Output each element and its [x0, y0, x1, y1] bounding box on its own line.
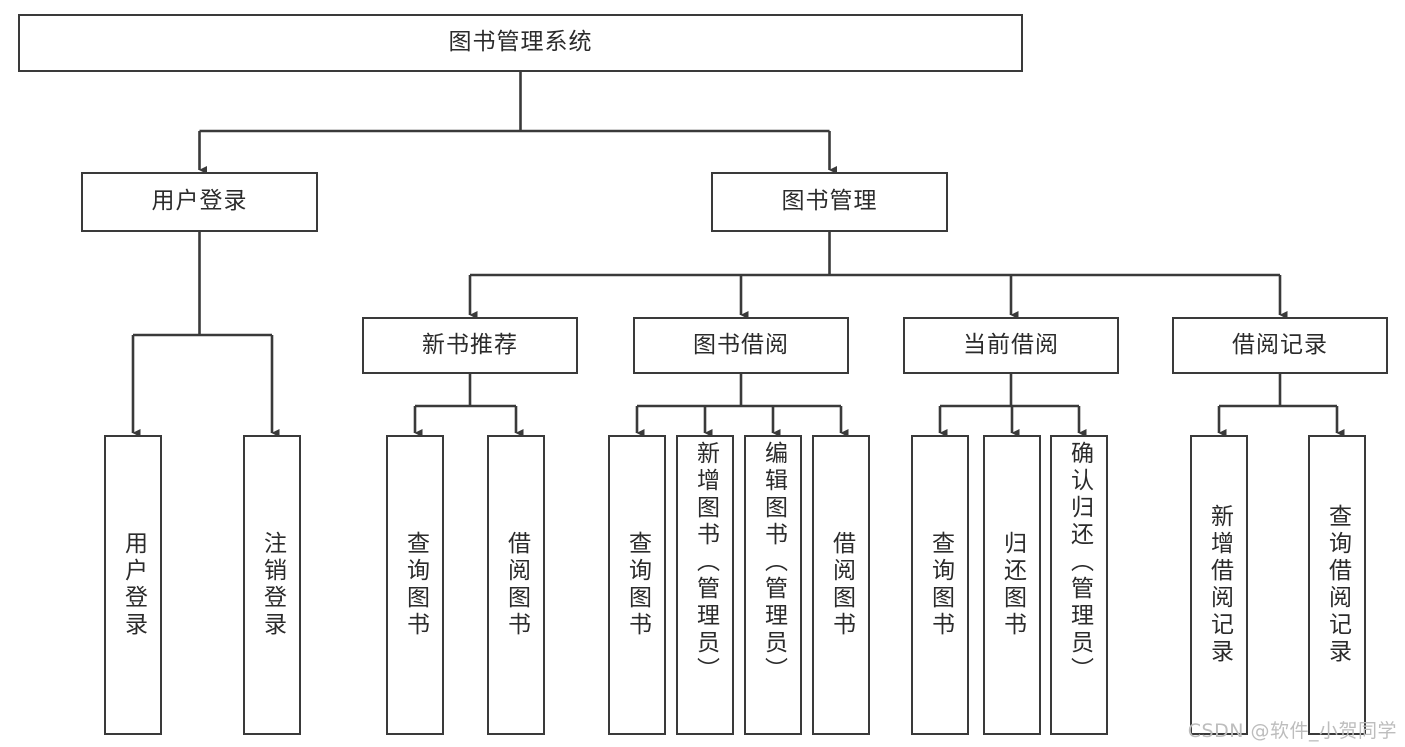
- node-label: 查询图书: [624, 531, 651, 639]
- node-label: 查询借阅记录: [1324, 504, 1351, 666]
- node-l11[interactable]: 确认归还（管理员）: [1050, 435, 1108, 735]
- node-newbook[interactable]: 新书推荐: [362, 317, 578, 374]
- node-l10[interactable]: 归还图书: [983, 435, 1041, 735]
- node-label: 当前借阅: [963, 331, 1059, 358]
- node-label: 借阅图书: [503, 531, 530, 639]
- node-label: 借阅图书: [828, 531, 855, 639]
- node-current[interactable]: 当前借阅: [903, 317, 1119, 374]
- node-label: 确认归还（管理员）: [1066, 441, 1093, 684]
- node-label: 用户登录: [120, 531, 147, 639]
- node-borrow[interactable]: 图书借阅: [633, 317, 849, 374]
- node-l2[interactable]: 注销登录: [243, 435, 301, 735]
- node-l6[interactable]: 新增图书（管理员）: [676, 435, 734, 735]
- node-label: 借阅记录: [1232, 331, 1328, 358]
- node-label: 编辑图书（管理员）: [760, 441, 787, 684]
- node-label: 注销登录: [259, 531, 286, 639]
- node-records[interactable]: 借阅记录: [1172, 317, 1388, 374]
- node-label: 图书借阅: [693, 331, 789, 358]
- node-root[interactable]: 图书管理系统: [18, 14, 1023, 72]
- node-label: 新书推荐: [422, 331, 518, 358]
- node-bookmgmt[interactable]: 图书管理: [711, 172, 948, 232]
- node-label: 图书管理: [781, 188, 878, 215]
- node-l5[interactable]: 查询图书: [608, 435, 666, 735]
- node-l3[interactable]: 查询图书: [386, 435, 444, 735]
- node-label: 查询图书: [402, 531, 429, 639]
- node-label: 归还图书: [999, 531, 1026, 639]
- node-l12[interactable]: 新增借阅记录: [1190, 435, 1248, 735]
- node-l9[interactable]: 查询图书: [911, 435, 969, 735]
- node-label: 新增借阅记录: [1206, 504, 1233, 666]
- node-l13[interactable]: 查询借阅记录: [1308, 435, 1366, 735]
- node-label: 图书管理系统: [448, 29, 593, 56]
- node-l4[interactable]: 借阅图书: [487, 435, 545, 735]
- node-l8[interactable]: 借阅图书: [812, 435, 870, 735]
- node-label: 查询图书: [927, 531, 954, 639]
- node-l7[interactable]: 编辑图书（管理员）: [744, 435, 802, 735]
- node-login[interactable]: 用户登录: [81, 172, 318, 232]
- node-label: 新增图书（管理员）: [692, 441, 719, 684]
- node-label: 用户登录: [151, 188, 248, 215]
- node-l1[interactable]: 用户登录: [104, 435, 162, 735]
